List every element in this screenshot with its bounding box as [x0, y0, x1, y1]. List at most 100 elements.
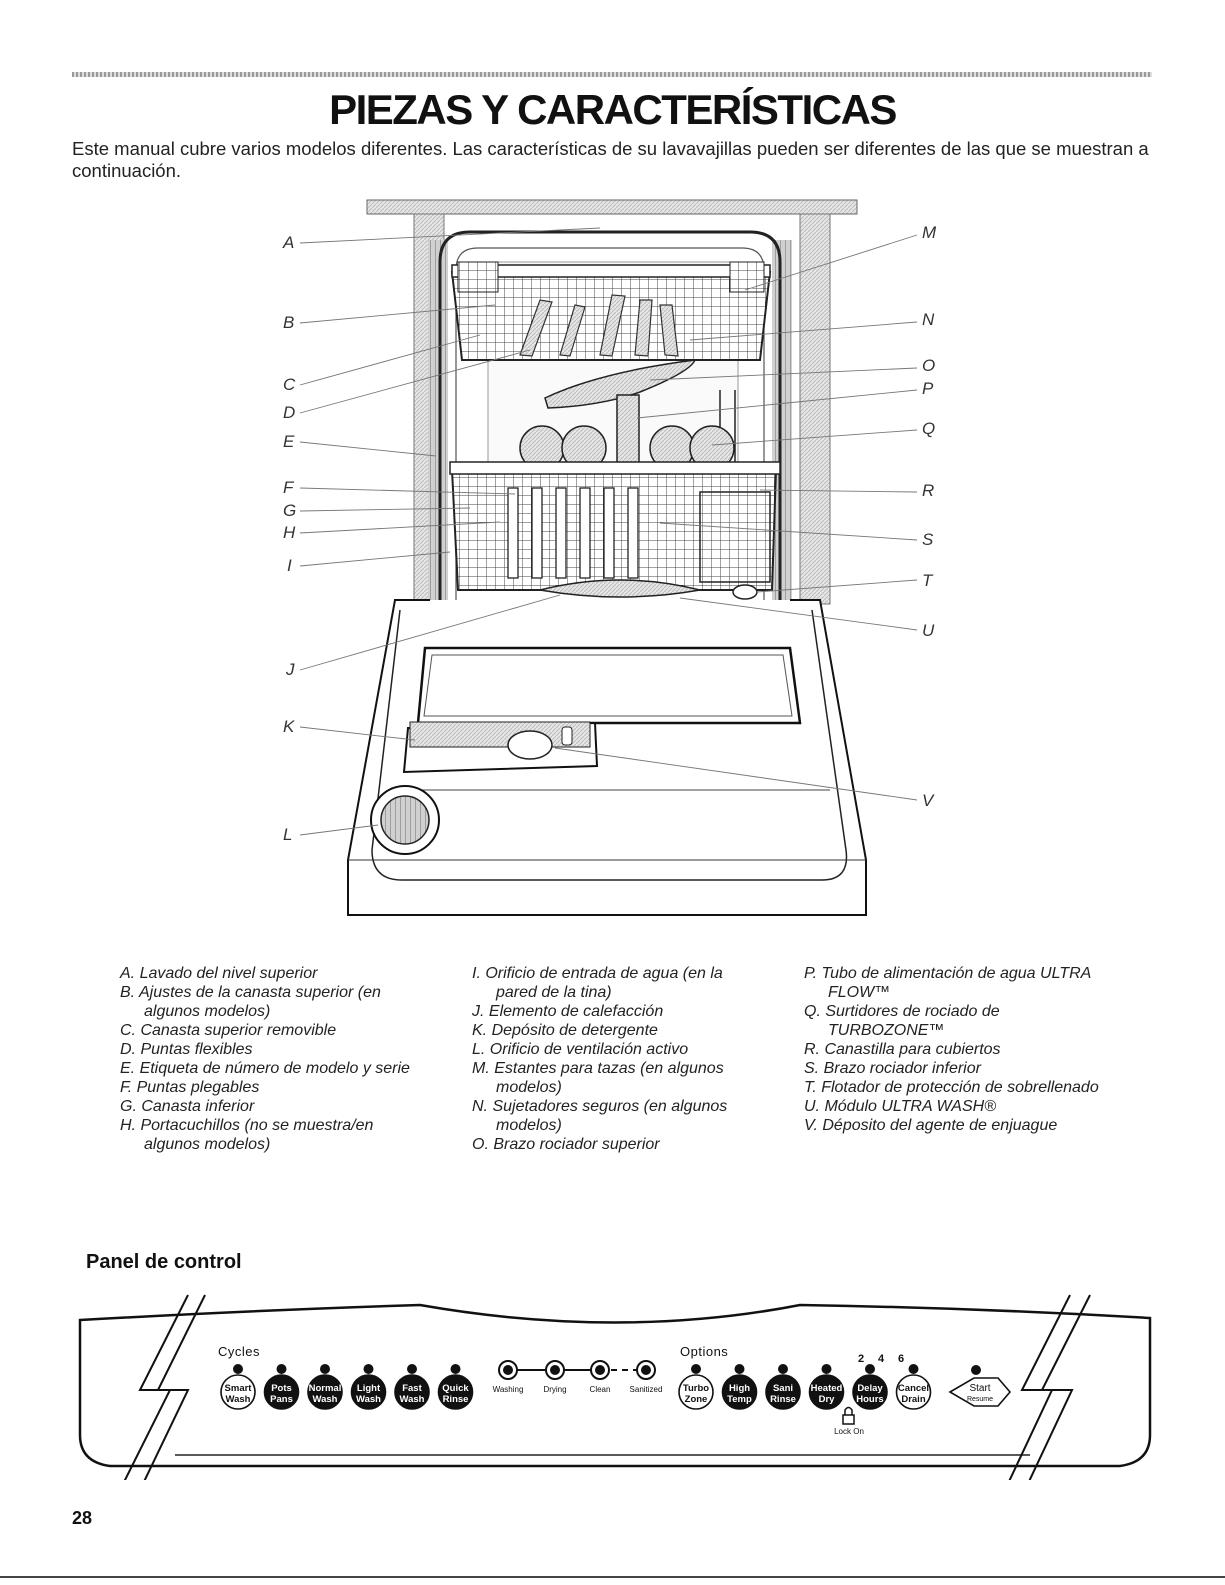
- indicator-led: [363, 1364, 374, 1374]
- right-cabinet-side: [799, 213, 831, 605]
- bottom-rule: [0, 1576, 1225, 1578]
- cycles-label: Cycles: [218, 1344, 260, 1359]
- callout-d: D: [283, 403, 296, 422]
- callout-c: C: [283, 375, 296, 394]
- legend-item: P. Tubo de alimentación de agua ULTRA FL…: [804, 965, 1091, 1001]
- legend-item: L. Orificio de ventilación activo: [472, 1041, 689, 1058]
- page-number: 28: [72, 1508, 93, 1528]
- button-face: [350, 1374, 387, 1410]
- indicator-led: [691, 1364, 701, 1374]
- callout-o: O: [922, 356, 936, 375]
- button-face: [437, 1374, 474, 1410]
- indicator-led: [276, 1364, 287, 1374]
- legend-item: Q. Surtidores de rociado de TURBOZONE™: [804, 1003, 1000, 1039]
- button-label: Quick: [442, 1383, 469, 1394]
- upper-rack: [450, 261, 772, 361]
- control-panel-heading: Panel de control: [86, 1251, 242, 1273]
- callout-l: L: [283, 825, 293, 844]
- callout-t: T: [922, 571, 933, 590]
- button-label: Turbo: [683, 1383, 709, 1394]
- legend-item: D. Puntas flexibles: [120, 1041, 253, 1058]
- legend-item: J. Elemento de calefacción: [472, 1003, 664, 1020]
- callout-m: M: [922, 223, 937, 242]
- callout-s: S: [922, 530, 934, 549]
- button-label: Wash: [226, 1394, 251, 1405]
- lock-icon: [842, 1406, 855, 1425]
- legend-item: K. Depósito de detergente: [472, 1022, 658, 1039]
- legend-item: G. Canasta inferior: [120, 1098, 255, 1115]
- button-label: Rinse: [443, 1394, 469, 1405]
- button-label: Cancel: [898, 1383, 929, 1394]
- button-label: Wash: [356, 1394, 381, 1405]
- button-face: [721, 1374, 758, 1410]
- button-face: [895, 1374, 932, 1410]
- status-led: [595, 1365, 605, 1375]
- button-face: [220, 1374, 256, 1410]
- cycle-buttons: SmartWashPotsPansNormalWashLightWashFast…: [220, 1364, 474, 1410]
- button-label: Normal: [309, 1383, 342, 1394]
- legend-item: O. Brazo rociador superior: [472, 1136, 660, 1153]
- legend-item: I. Orificio de entrada de agua (en la pa…: [472, 965, 723, 1001]
- status-drying: Drying: [543, 1360, 567, 1394]
- svg-text:Start: Start: [969, 1383, 990, 1394]
- legend-item: E. Etiqueta de número de modelo y serie: [120, 1060, 410, 1077]
- button-face: [307, 1374, 343, 1410]
- legend-item: T. Flotador de protección de sobrellenad…: [804, 1079, 1099, 1096]
- tub-frame: [438, 230, 782, 600]
- dishwasher-diagram: [299, 199, 918, 916]
- option-buttons: TurboZoneHighTempSaniRinseHeatedDryDelay…: [678, 1364, 932, 1410]
- status-led: [550, 1365, 560, 1375]
- callout-a: A: [283, 233, 295, 252]
- button-label: Delay: [857, 1383, 883, 1394]
- legend-item: R. Canastilla para cubiertos: [804, 1041, 1001, 1058]
- leader-lines-right: [554, 234, 918, 801]
- legend-item: F. Puntas plegables: [120, 1079, 260, 1096]
- intro-text: Este manual cubre varios modelos diferen…: [72, 138, 1149, 181]
- top-rule: [72, 72, 1152, 77]
- overfill-float: [732, 584, 758, 600]
- indicator-led: [908, 1364, 919, 1374]
- delay-hours-2: 2: [858, 1353, 864, 1365]
- callout-i: I: [287, 556, 292, 575]
- legend-item: S. Brazo rociador inferior: [804, 1060, 981, 1077]
- start-resume-button: Start Resume: [948, 1365, 1012, 1407]
- indicator-led: [320, 1364, 330, 1374]
- legend-item: A. Lavado del nivel superior: [120, 965, 318, 982]
- callout-q: Q: [922, 419, 936, 438]
- button-label: Hours: [856, 1394, 883, 1405]
- status-label: Clean: [590, 1385, 611, 1394]
- button-label: Pans: [270, 1394, 293, 1405]
- left-tub-wall: [428, 240, 448, 600]
- delay-hours-4: 4: [878, 1353, 885, 1365]
- button-label: Sani: [773, 1383, 793, 1394]
- button-face: [765, 1374, 801, 1410]
- callout-b: B: [283, 313, 295, 332]
- button-label: Wash: [313, 1394, 338, 1405]
- status-led: [641, 1365, 651, 1375]
- callout-v: V: [922, 791, 934, 810]
- status-label: Washing: [493, 1385, 524, 1394]
- button-label: Rinse: [770, 1394, 796, 1405]
- button-label: Light: [357, 1383, 381, 1394]
- callout-u: U: [922, 621, 935, 640]
- legend-item: N. Sujetadores seguros (en algunos model…: [472, 1098, 728, 1134]
- callout-k: K: [283, 717, 295, 736]
- lock-on-label: Lock On: [834, 1427, 864, 1436]
- callout-h: H: [283, 523, 296, 542]
- door: [347, 599, 867, 916]
- button-label: Wash: [400, 1394, 425, 1405]
- legend-column-2: I. Orificio de entrada de agua (en la pa…: [472, 964, 742, 1154]
- control-panel: Cycles Options 2 4 6 SmartWashPotsPansNo…: [78, 1294, 1152, 1480]
